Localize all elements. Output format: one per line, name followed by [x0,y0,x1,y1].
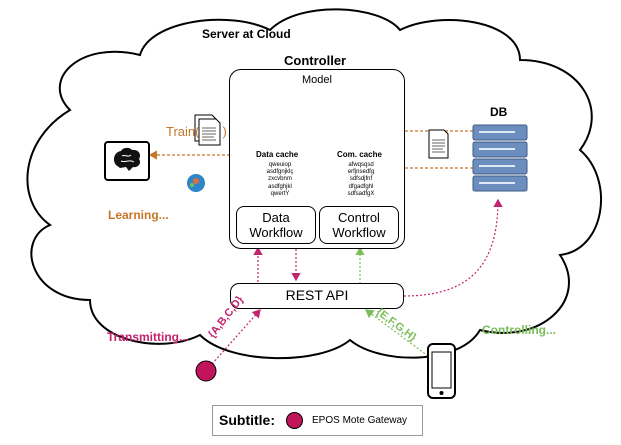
data-cache-line: asdfghjkl [268,183,292,190]
controlling-label: Controlling... [482,323,556,337]
data-cache-line: asdfgnjklç [266,169,294,176]
transmitting-label: Transmitting... [107,330,190,344]
db-label: DB [490,105,508,119]
mote-to-rest-arrow [211,309,261,365]
cloud-label: Server at Cloud [202,27,291,41]
legend-title: Subtitle: [219,412,275,428]
mote-gateway-icon [195,360,217,382]
train-close: ) [222,124,227,139]
com-cache-line: sdfsdjfnf [349,176,373,183]
rest-api-label: REST API [285,287,349,303]
db-server-icon [472,124,528,192]
train-label: Train() [166,124,227,139]
data-workflow-line2: Workflow [249,225,303,240]
legend-text: EPOS Mote Gateway [312,415,408,426]
control-workflow-box: Control Workflow [319,206,399,244]
model-label: Model [302,74,332,86]
smartphone-icon [427,343,456,399]
com-cache-lines: afwqsqsd erfjnsedfg sdfsdjfnf dfgadfghl … [336,162,386,198]
learning-label: Learning... [108,208,169,222]
com-cache-line: sdfsadfgX [347,190,375,197]
com-cache-title: Com. cache [337,150,382,159]
phone-to-rest-arrow [365,309,429,357]
data-cache-line: qwertY [270,190,290,197]
controller-label: Controller [284,53,347,68]
data-cache-lines: qweuiop asdfgnjklç zxcvbnm asdfghjkl qwe… [255,162,305,198]
legend-box: Subtitle: EPOS Mote Gateway [212,405,423,436]
data-cache-line: zxcvbnm [268,176,292,183]
train-document-icon [194,114,221,146]
db-document-icon [428,129,449,159]
data-workflow-box: Data Workflow [236,206,316,244]
rest-api-box: REST API [230,283,404,309]
data-cache-title: Data cache [256,150,299,159]
control-workflow-line2: Workflow [332,225,386,240]
small-model-icon [187,174,205,192]
com-cache-line: erfjnsedfg [347,169,375,176]
brain-monitor-icon [104,141,150,181]
com-cache-line: dfgadfghl [348,183,374,190]
data-workflow-line1: Data [262,210,290,225]
rest-to-db-arrow [403,198,503,297]
legend-mote-icon [286,412,303,429]
control-workflow-line1: Control [338,210,380,225]
com-cache-line: afwqsqsd [348,162,374,168]
data-cache-line: qweuiop [268,162,292,168]
train-text: Train( [166,124,200,139]
